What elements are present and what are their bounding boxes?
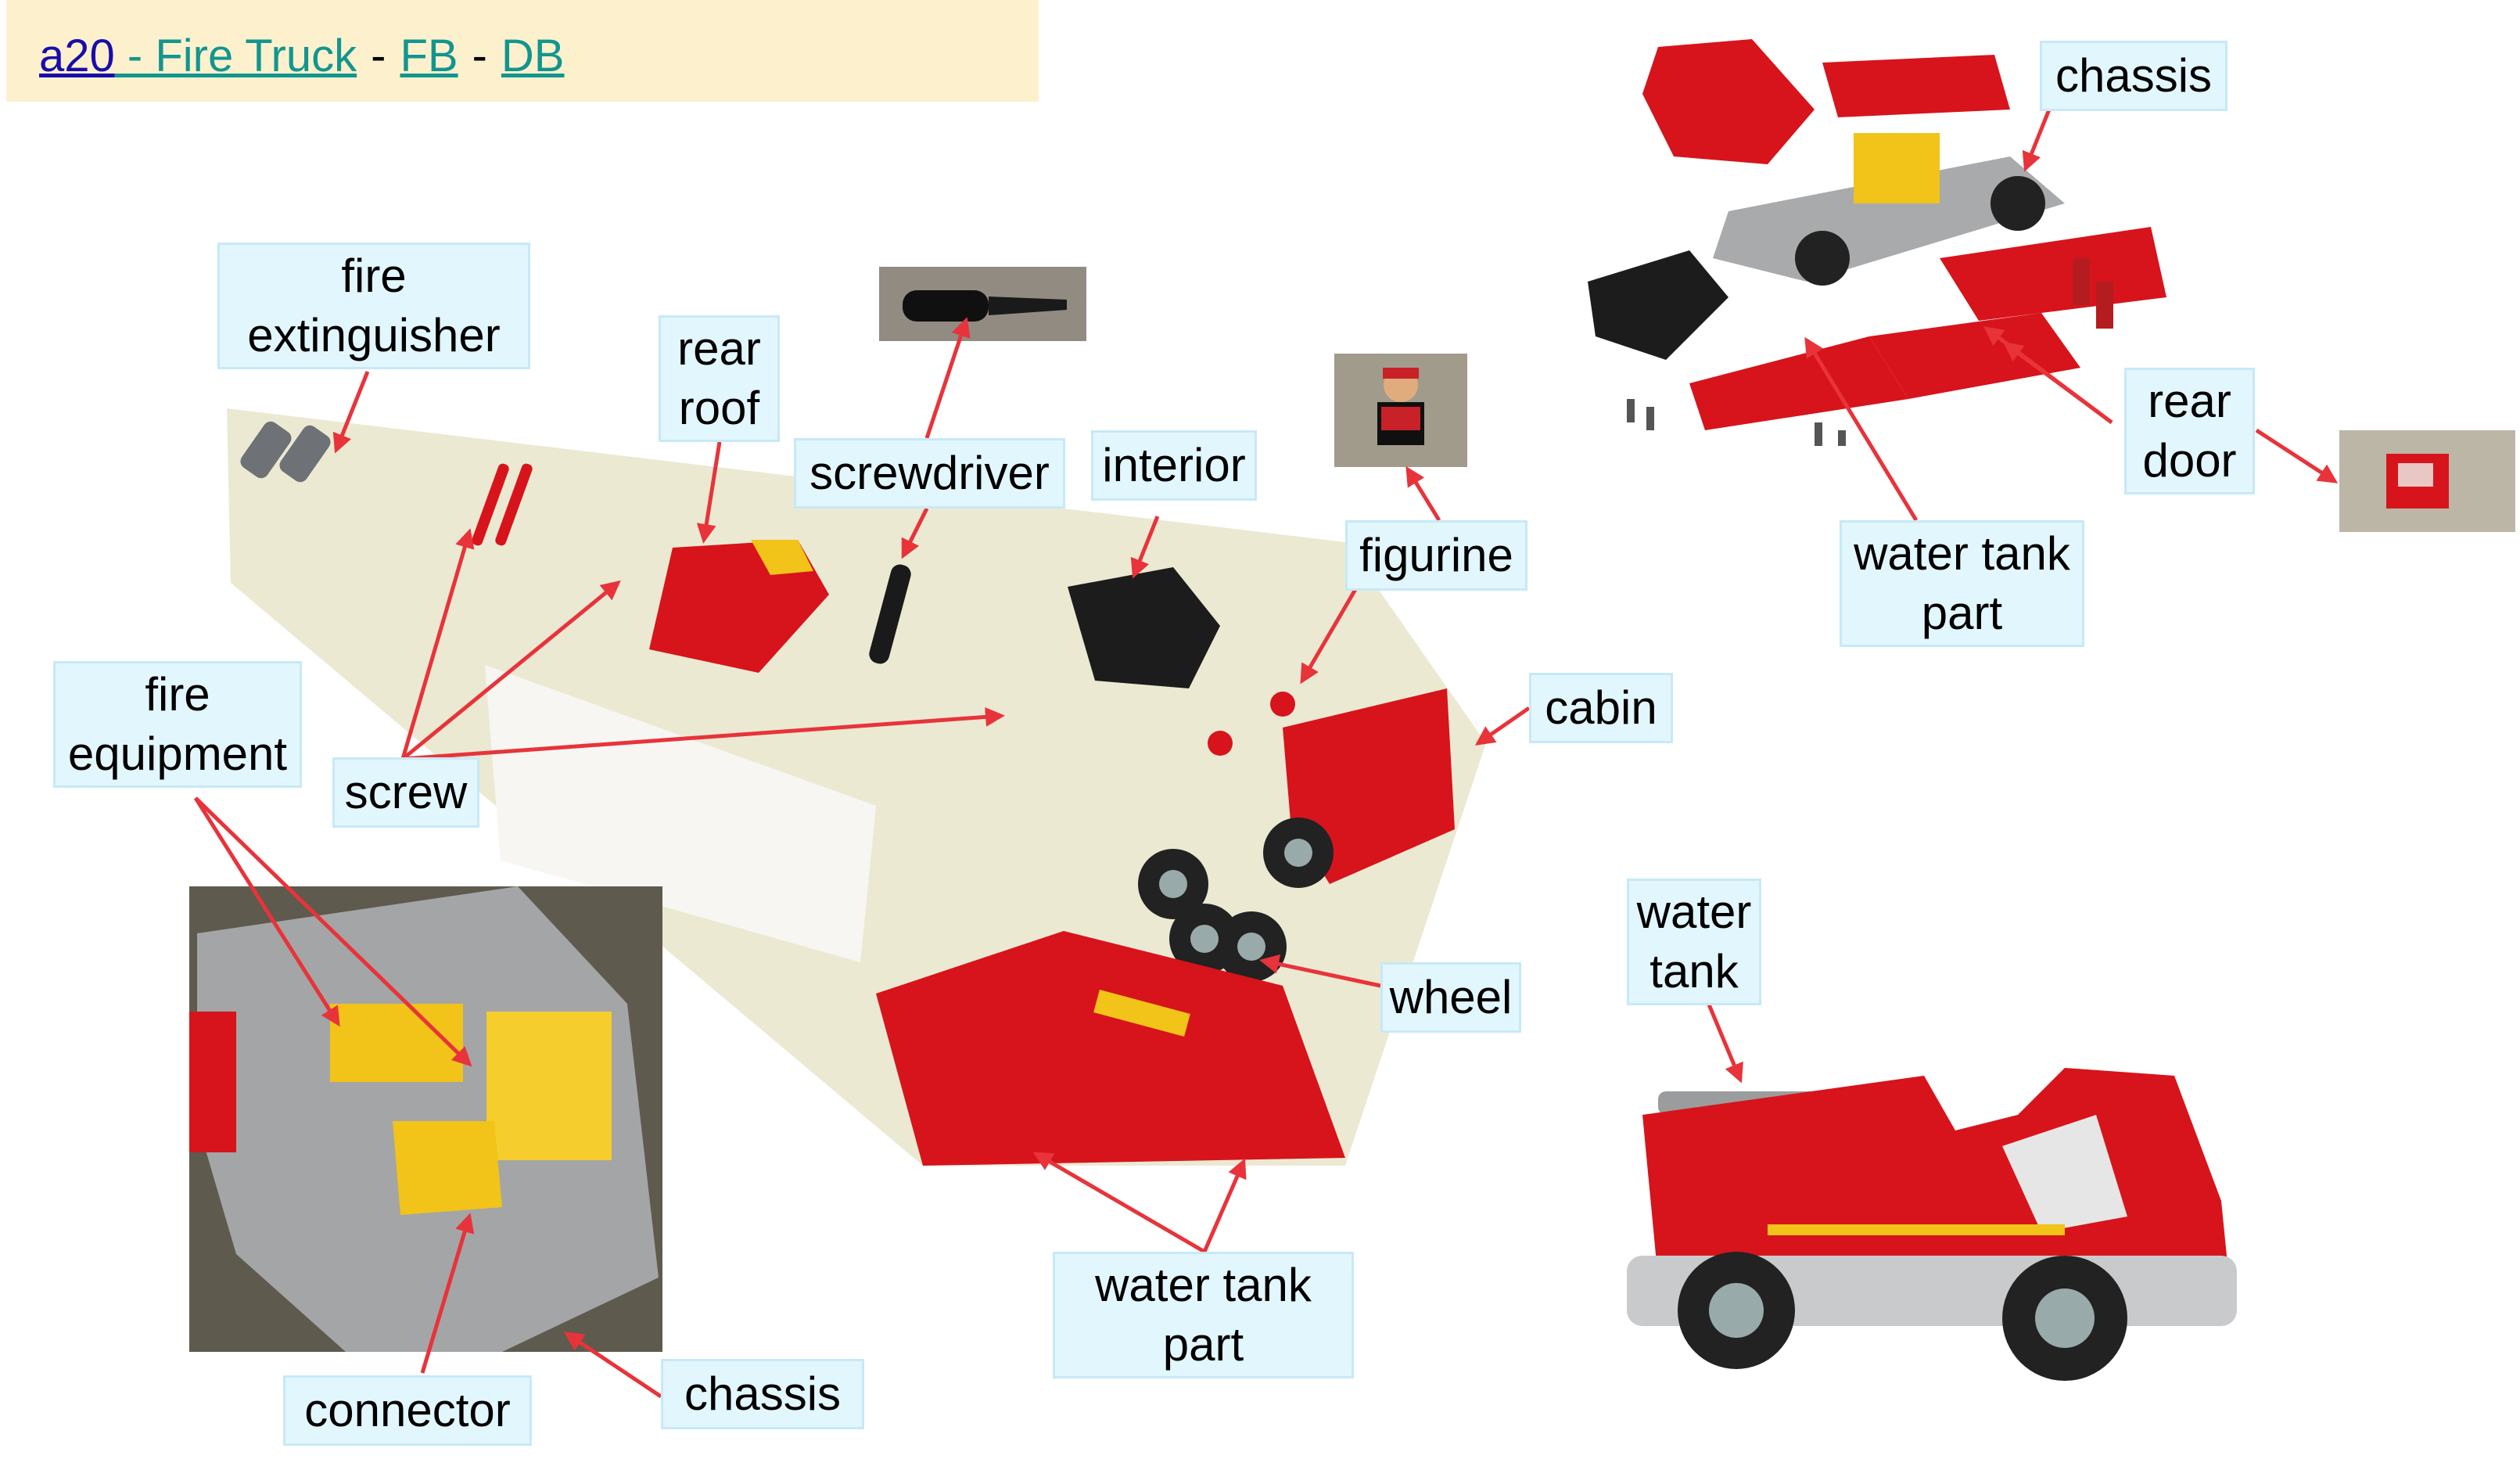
separator: - [472, 31, 487, 81]
arrow-screwdriver [901, 507, 929, 559]
arrow-chassis-top [2022, 109, 2052, 172]
label-wheel: wheel [1380, 962, 1521, 1033]
arrow-interior [1130, 516, 1160, 579]
arrow-figurine [1300, 585, 1359, 685]
figurine-crop-photo [1334, 354, 1467, 467]
label-fire-extinguisher: fire extinguisher [217, 243, 530, 369]
label-water-tank-part-top: water tank part [1840, 520, 2084, 647]
assembled-truck-photo [1627, 1068, 2237, 1381]
arrow-rear-roof [696, 441, 722, 544]
header-bar: a20 - Fire Truck-FB-DB [6, 0, 1039, 102]
arrow-fire-equipment-2 [194, 796, 472, 1067]
label-water-tank-part: water tank part [1053, 1252, 1354, 1378]
label-screw: screw [332, 757, 479, 828]
arrow-connector [420, 1213, 475, 1374]
screwdriver-crop-photo [879, 267, 1086, 341]
arrow-figurine-crop [1405, 465, 1441, 522]
label-rear-roof: rear roof [659, 315, 780, 442]
label-fire-equipment: fire equipment [53, 661, 302, 788]
arrow-chassis-bottom [563, 1332, 662, 1399]
arrow-screwdriver-crop [924, 317, 971, 439]
label-chassis-top: chassis [2040, 41, 2227, 111]
label-connector: connector [283, 1375, 532, 1446]
label-screwdriver: screwdriver [794, 438, 1065, 509]
label-cabin: cabin [1529, 673, 1673, 743]
item-title-link[interactable]: - Fire Truck [114, 31, 357, 81]
rear-door-crop-photo [2339, 430, 2515, 532]
arrow-water-tank-part-2 [1202, 1158, 1247, 1253]
header-links: a20 - Fire Truck-FB-DB [39, 30, 564, 82]
separator: - [371, 31, 386, 81]
label-water-tank: water tank [1627, 879, 1761, 1005]
exploded-view-photo [1588, 39, 2166, 446]
arrow-cabin [1474, 706, 1531, 746]
arrow-water-tank-part-top [1804, 336, 1919, 522]
label-chassis: chassis [661, 1359, 864, 1429]
arrow-water-tank-part-1 [1032, 1152, 1206, 1254]
arrow-fire-extinguisher [332, 371, 370, 454]
item-code-link[interactable]: a20 [39, 31, 115, 81]
arrow-screw-1 [400, 528, 475, 760]
label-figurine: figurine [1345, 520, 1527, 591]
arrow-screw-2 [401, 580, 621, 760]
fb-link[interactable]: FB [400, 31, 458, 81]
chassis-closeup-photo [189, 886, 662, 1352]
arrow-wheel [1259, 954, 1381, 988]
label-rear-door: rear door [2124, 368, 2255, 494]
arrow-screw-3 [402, 706, 1005, 761]
db-link[interactable]: DB [501, 31, 565, 81]
arrow-rear-door-crop [2255, 428, 2339, 483]
label-interior: interior [1091, 430, 1257, 501]
arrow-fire-equipment-1 [193, 796, 340, 1027]
arrow-rear-door-2 [2002, 342, 2113, 425]
